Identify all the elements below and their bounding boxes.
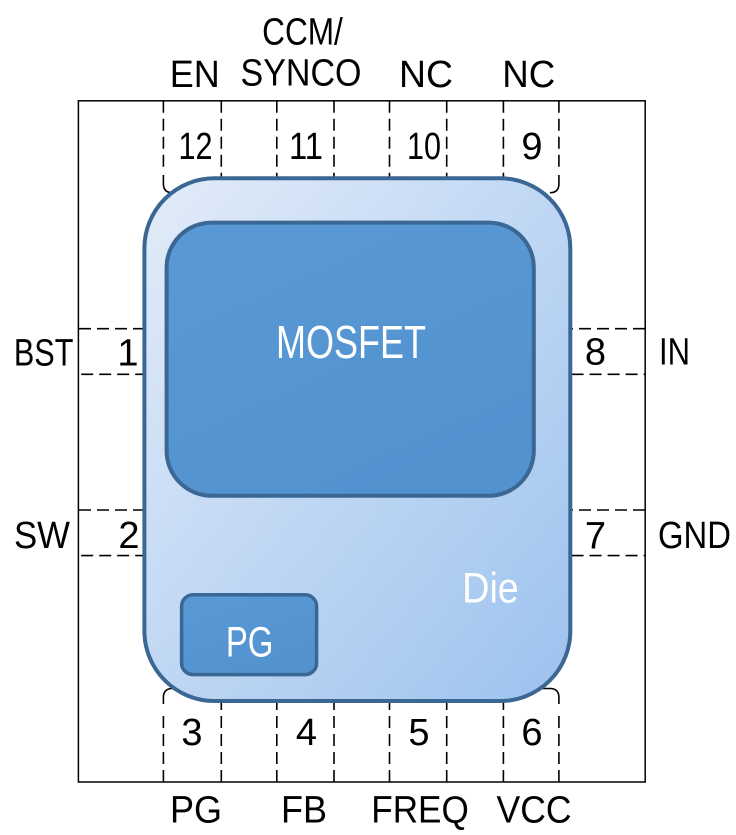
svg-text:6: 6 — [521, 712, 542, 754]
svg-text:12: 12 — [179, 126, 213, 168]
svg-text:NC: NC — [502, 54, 555, 96]
svg-text:CCM/: CCM/ — [262, 12, 343, 54]
svg-text:7: 7 — [585, 516, 606, 558]
svg-text:PG: PG — [226, 619, 274, 667]
svg-text:EN: EN — [170, 54, 220, 96]
svg-text:SW: SW — [14, 515, 70, 557]
svg-text:10: 10 — [407, 126, 441, 168]
svg-text:4: 4 — [296, 712, 317, 754]
svg-text:NC: NC — [399, 54, 453, 96]
svg-text:5: 5 — [408, 712, 429, 754]
svg-text:BST: BST — [14, 332, 74, 374]
svg-text:2: 2 — [118, 515, 139, 557]
svg-text:FB: FB — [281, 790, 327, 832]
svg-text:SYNCO: SYNCO — [241, 53, 362, 95]
svg-text:8: 8 — [585, 332, 606, 374]
svg-text:VCC: VCC — [497, 790, 572, 832]
svg-text:MOSFET: MOSFET — [276, 316, 426, 368]
svg-text:IN: IN — [659, 332, 690, 374]
svg-text:PG: PG — [170, 790, 222, 832]
svg-text:9: 9 — [521, 126, 542, 168]
svg-text:11: 11 — [289, 126, 323, 168]
svg-text:3: 3 — [181, 712, 202, 754]
svg-text:GND: GND — [658, 515, 731, 557]
svg-text:FREQ: FREQ — [371, 790, 469, 832]
svg-text:Die: Die — [462, 565, 519, 613]
svg-text:1: 1 — [117, 332, 138, 374]
